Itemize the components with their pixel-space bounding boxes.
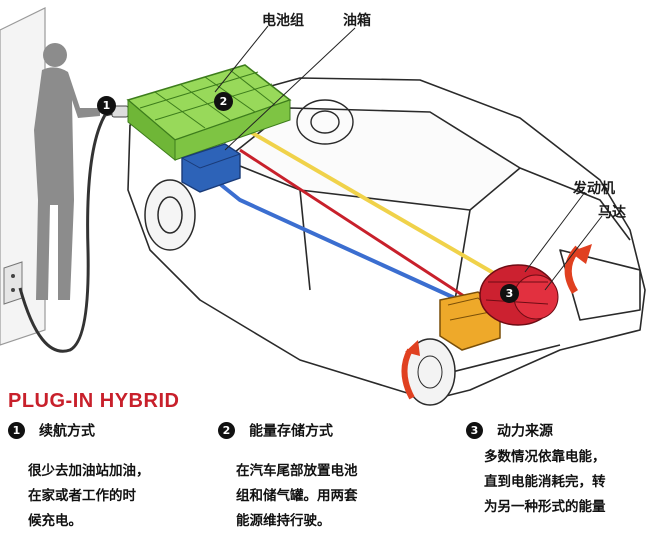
label-motor: 马达 [598, 202, 626, 222]
body-line: 能源维持行驶。 [218, 509, 358, 534]
section-heading: 动力来源 [497, 424, 553, 440]
body-line: 很少去加油站加油， [8, 459, 150, 484]
body-line: 候充电。 [8, 509, 150, 534]
label-engine: 发动机 [573, 178, 615, 198]
wall-outlet [4, 262, 22, 304]
section-heading: 能量存储方式 [249, 424, 333, 440]
body-line: 为另一种形式的能量 [466, 495, 606, 520]
body-line: 组和储气罐。用两套 [218, 484, 358, 509]
section-heading: 续航方式 [39, 424, 95, 440]
section-number: 3 [466, 422, 483, 439]
front-wheel [404, 339, 455, 405]
page-title: PLUG-IN HYBRID [8, 390, 179, 413]
body-line: 在家或者工作的时 [8, 484, 150, 509]
section-body: 很少去加油站加油， 在家或者工作的时 候充电。 [8, 459, 150, 534]
section-body: 在汽车尾部放置电池 组和储气罐。用两套 能源维持行驶。 [218, 459, 358, 534]
marker-1: 1 [97, 96, 116, 115]
electric-motor [480, 265, 558, 325]
body-line: 多数情况依靠电能， [466, 445, 606, 470]
rear-wheel [145, 180, 195, 250]
body-line: 在汽车尾部放置电池 [218, 459, 358, 484]
section-power: 3 动力来源 多数情况依靠电能， 直到电能消耗完，转 为另一种形式的能量 [466, 420, 606, 520]
section-body: 多数情况依靠电能， 直到电能消耗完，转 为另一种形式的能量 [466, 445, 606, 520]
section-charging: 1 续航方式 很少去加油站加油， 在家或者工作的时 候充电。 [8, 420, 150, 534]
section-number: 1 [8, 422, 25, 439]
label-battery: 电池组 [262, 10, 304, 30]
marker-3: 3 [500, 284, 519, 303]
body-line: 直到电能消耗完，转 [466, 470, 606, 495]
section-number: 2 [218, 422, 235, 439]
marker-2: 2 [214, 92, 233, 111]
section-storage: 2 能量存储方式 在汽车尾部放置电池 组和储气罐。用两套 能源维持行驶。 [218, 420, 358, 534]
label-tank: 油箱 [343, 10, 371, 30]
